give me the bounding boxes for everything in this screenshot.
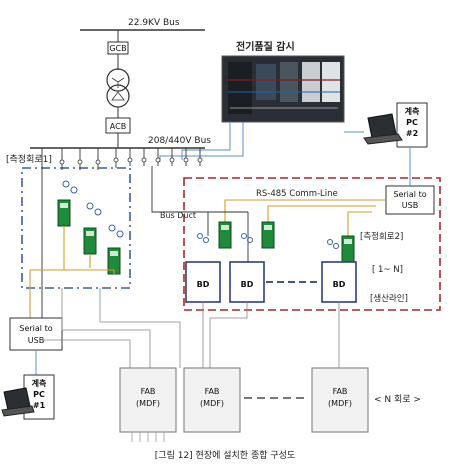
pq-monitor-title: 전기품질 감시 xyxy=(236,40,295,53)
pq-monitor-panel xyxy=(221,55,345,123)
laptop-icon-left xyxy=(1,387,35,417)
figure-caption: [그림 12] 현장에 설치한 종합 구성도 xyxy=(155,449,295,461)
low-voltage-bus-label: 208/440V Bus xyxy=(148,136,211,146)
fab-box-2: FAB (MDF) xyxy=(183,367,241,433)
fab-outputs xyxy=(131,432,165,442)
svg-text:계측: 계측 xyxy=(32,378,47,388)
pq-wire-1 xyxy=(181,122,231,160)
svg-text:USB: USB xyxy=(28,336,44,345)
production-line-label: [생산라인] xyxy=(370,293,408,304)
range-label: [ 1~ N] xyxy=(372,265,403,275)
svg-text:BD: BD xyxy=(197,280,210,289)
meter-6 xyxy=(341,235,355,263)
svg-text:Serial to: Serial to xyxy=(19,324,52,333)
acb-label: ACB xyxy=(110,122,126,131)
svg-text:BD: BD xyxy=(241,280,254,289)
fab-feed-lines xyxy=(42,288,340,368)
svg-text:(MDF): (MDF) xyxy=(328,399,352,408)
meter-2 xyxy=(83,227,97,255)
rs485-line xyxy=(224,199,385,222)
22kv-bus-label: 22.9KV Bus xyxy=(128,18,180,28)
fab-box-3: FAB (MDF) xyxy=(311,367,369,433)
svg-text:(MDF): (MDF) xyxy=(136,399,160,408)
svg-text:USB: USB xyxy=(402,201,418,210)
ct-sensors-2 xyxy=(197,233,339,249)
meas2-boundary xyxy=(183,177,441,311)
bd-box-1: BD xyxy=(185,261,221,303)
pc2-label-box: 계측 PC #2 xyxy=(396,102,428,148)
bus-duct-label: Bus Duct xyxy=(160,211,196,220)
laptop-icon xyxy=(363,113,403,145)
breaker-markers xyxy=(59,157,203,165)
ct-sensors-1 xyxy=(62,180,124,238)
meter-4 xyxy=(218,221,232,249)
bd-box-2: BD xyxy=(229,261,265,303)
serial-usb-left-box: Serial to USB xyxy=(9,317,63,351)
svg-text:PC: PC xyxy=(33,390,45,399)
rs485-label: RS-485 Comm-Line xyxy=(256,189,338,199)
svg-text:FAB: FAB xyxy=(333,387,348,396)
svg-text:BD: BD xyxy=(333,280,346,289)
n-circuits-label: < N 회로 > xyxy=(374,394,421,405)
svg-text:PC: PC xyxy=(406,118,418,127)
svg-text:계측: 계측 xyxy=(405,106,420,116)
serial-usb-right-box: Serial to USB xyxy=(385,185,435,215)
svg-text:Serial to: Serial to xyxy=(393,190,426,199)
gcb-label: GCB xyxy=(109,44,126,53)
feeder-drops xyxy=(41,148,201,340)
meter-1 xyxy=(57,199,71,227)
meas2-label: [측정회로2] xyxy=(360,231,403,242)
svg-text:(MDF): (MDF) xyxy=(200,399,224,408)
svg-text:#2: #2 xyxy=(406,129,418,138)
meas1-label: [측정회로1] xyxy=(6,154,52,165)
orange-wire-1 xyxy=(29,226,65,318)
fab-box-1: FAB (MDF) xyxy=(119,367,177,433)
svg-text:FAB: FAB xyxy=(141,387,156,396)
svg-text:FAB: FAB xyxy=(205,387,220,396)
meter-5 xyxy=(261,221,275,249)
bd-box-3: BD xyxy=(321,261,357,303)
svg-text:#1: #1 xyxy=(33,401,46,410)
transformer-symbol xyxy=(106,68,130,108)
